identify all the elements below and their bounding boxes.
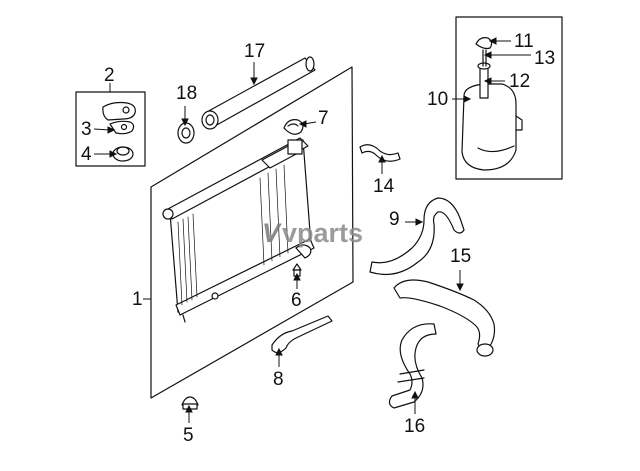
callout-13: 13 [534, 48, 556, 69]
part-14-hose [359, 144, 401, 162]
part-11-cap [475, 37, 493, 50]
callout-17: 17 [244, 41, 266, 62]
arrow-18 [181, 118, 189, 127]
watermark-logo-mark: V [262, 218, 281, 248]
part-3-bracket [102, 101, 136, 135]
callout-15: 15 [450, 246, 472, 267]
arrow-4 [109, 150, 118, 158]
callout-10: 10 [427, 89, 449, 110]
part-10-reservoir [461, 83, 523, 171]
part-13-gasket [482, 49, 487, 67]
callout-6: 6 [291, 290, 302, 311]
arrow-5 [185, 404, 193, 413]
callout-8: 8 [273, 369, 284, 390]
callout-11: 11 [514, 31, 534, 52]
arrow-10 [463, 95, 472, 103]
callout-9: 9 [389, 209, 400, 230]
part-18-clamp [177, 122, 195, 144]
arrow-17 [250, 77, 258, 86]
callout-2: 2 [104, 65, 115, 86]
arrow-15 [456, 283, 464, 292]
arrow-3 [107, 126, 116, 134]
arrow-8 [275, 347, 283, 356]
callout-12: 12 [509, 71, 531, 92]
arrow-6 [293, 272, 301, 281]
callout-4: 4 [81, 144, 92, 165]
callout-14: 14 [373, 176, 395, 197]
leader-3 [93, 128, 111, 131]
callout-16: 16 [404, 416, 426, 437]
callout-18: 18 [176, 83, 198, 104]
part-16-hose [388, 323, 437, 409]
part-9-hose [369, 197, 465, 275]
callout-3: 3 [81, 119, 92, 140]
arrow-16 [411, 390, 419, 399]
arrow-7 [298, 120, 307, 128]
radiator-core [162, 137, 315, 323]
part-15-hose [393, 279, 496, 357]
arrow-13 [483, 51, 492, 59]
watermark-logo: Vvparts [262, 218, 363, 249]
arrow-11 [488, 37, 497, 45]
callout-7: 7 [318, 108, 329, 129]
part-17-hose [201, 56, 316, 130]
arrow-12 [483, 77, 492, 85]
callout-1: 1 [132, 289, 143, 310]
arrow-14 [378, 154, 386, 163]
callout-5: 5 [183, 425, 194, 446]
arrow-9 [415, 218, 424, 226]
watermark-brand: vparts [282, 218, 364, 248]
